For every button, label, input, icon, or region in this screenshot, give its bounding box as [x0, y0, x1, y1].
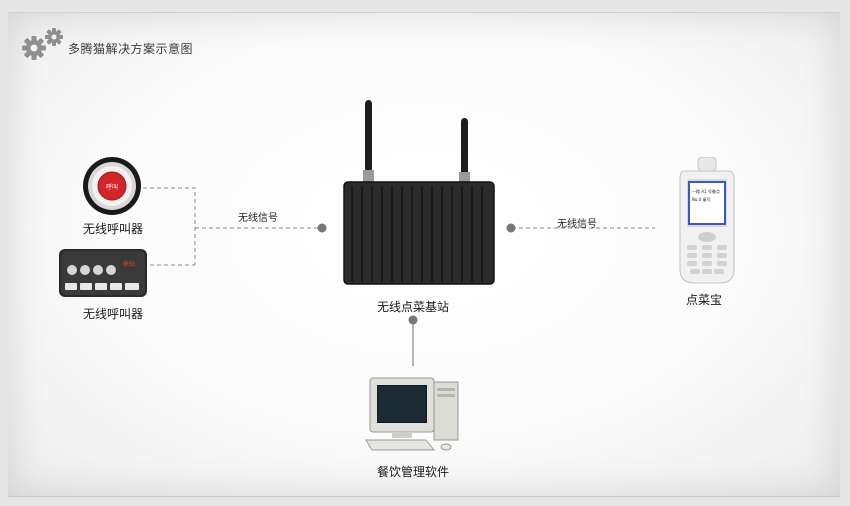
link-button-caller: [143, 187, 196, 265]
handheld-image: 一楼 A1 号餐点 No.0 桌号: [679, 157, 735, 284]
left-signal-label: 无线信号: [238, 213, 278, 224]
node-dot-bottom: [408, 315, 418, 325]
node-dot-right: [506, 223, 516, 233]
bar-caller-image: 鼎钻: [59, 249, 147, 297]
handheld-screen-line-2: No.0 桌号: [692, 196, 710, 202]
base-station-image: [343, 100, 495, 285]
diagram-title: 多腾猫解决方案示意图: [68, 42, 194, 56]
node-dot-left: [317, 223, 327, 233]
right-signal-label: 无线信号: [557, 219, 597, 230]
handheld-screen-line-1: 一楼 A1 号餐点: [692, 188, 720, 194]
base-station-label: 无线点菜基站: [376, 300, 450, 314]
caller-badge-text: 呼叫: [106, 183, 118, 191]
pc-image: [365, 377, 459, 451]
button-caller-label: 无线呼叫器: [82, 222, 144, 236]
software-label: 餐饮管理软件: [376, 465, 450, 479]
bar-caller-brand: 鼎钻: [123, 260, 135, 268]
handheld-label: 点菜宝: [685, 293, 723, 307]
bar-caller-label: 无线呼叫器: [82, 307, 144, 321]
button-caller-image: 呼叫: [83, 157, 141, 215]
gear-icon: [22, 28, 63, 60]
